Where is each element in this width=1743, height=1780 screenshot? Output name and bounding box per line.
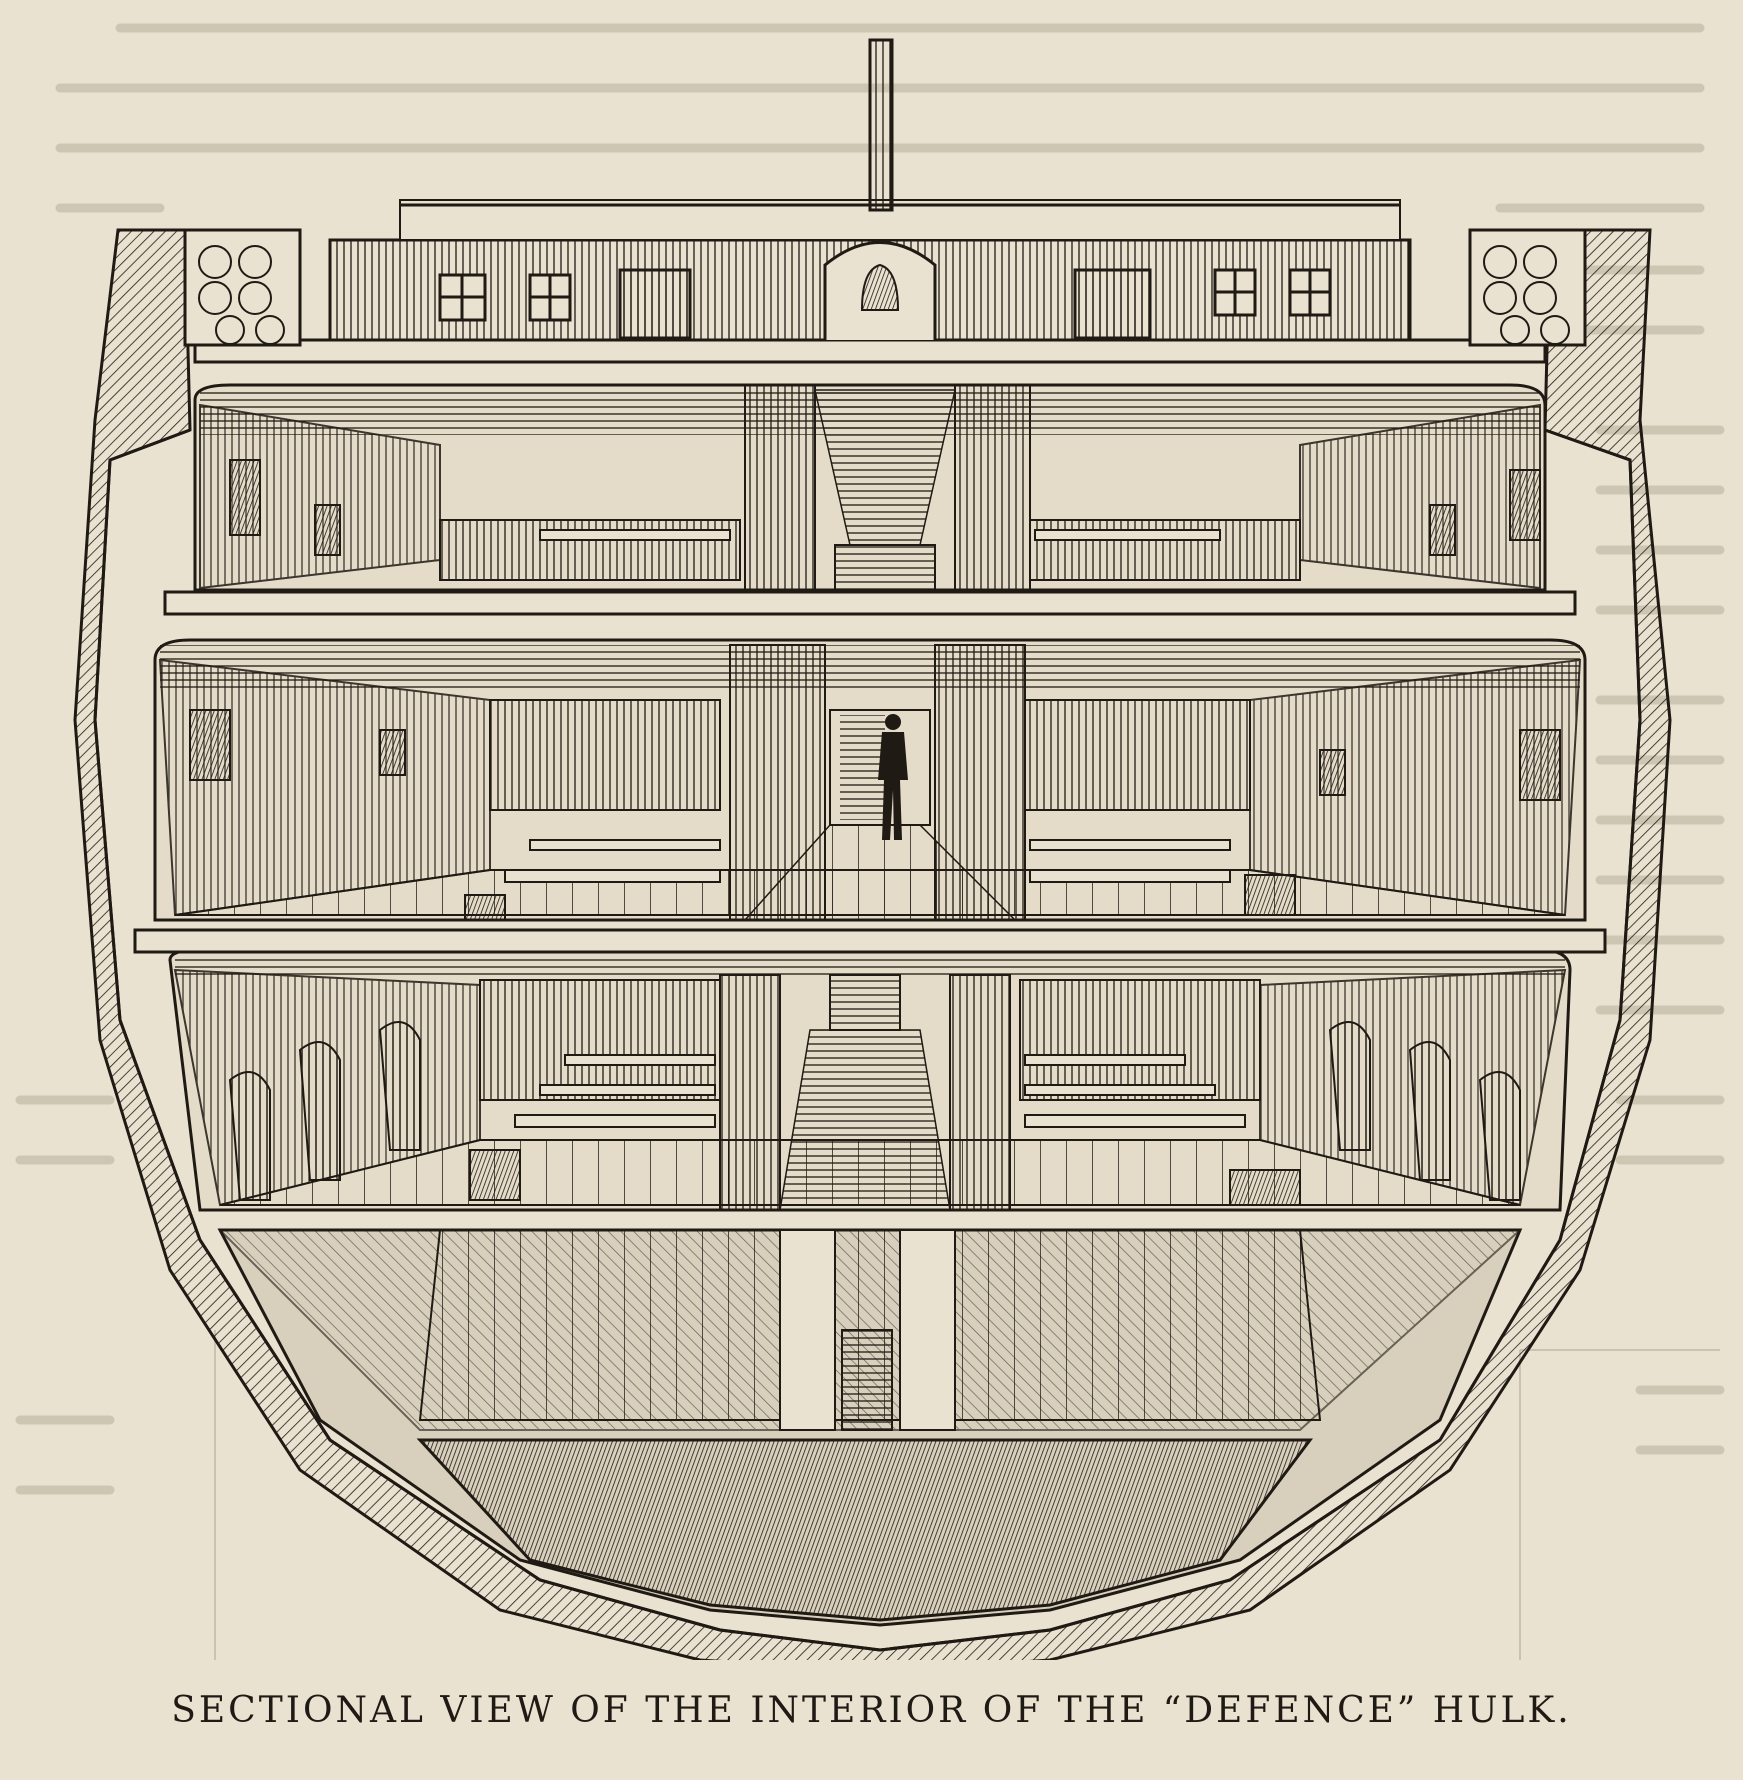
middle-deck-mess-tables <box>464 839 1296 921</box>
lower-deck-partition-left <box>719 974 781 1211</box>
poop-roof <box>399 199 1401 241</box>
middle-deck-portholes <box>189 709 1561 801</box>
middle-deck-right-rail <box>1024 699 1251 811</box>
upper-deck-partition-left <box>744 384 816 591</box>
caption: SECTIONAL VIEW OF THE INTERIOR OF THE “D… <box>171 1690 1572 1731</box>
lower-deck-partition-right <box>949 974 1011 1211</box>
mast <box>868 38 894 212</box>
bilge <box>416 1438 1313 1622</box>
deck-beam-lower <box>133 928 1607 954</box>
upper-deck-partition-right <box>954 384 1031 591</box>
lower-deck-corridor <box>779 1029 951 1211</box>
hammock-bundles <box>198 245 1570 345</box>
cabin-windows <box>438 268 1332 322</box>
hold-floor <box>418 1229 1322 1421</box>
lower-deck-right-rail <box>1019 979 1261 1101</box>
lower-deck-left-rail <box>479 979 721 1101</box>
ship-cross-section-engraving <box>15 23 1725 1660</box>
hull-inner <box>93 428 1642 1652</box>
lower-deck-frames <box>228 1021 1521 1201</box>
keelson-left <box>779 1229 836 1431</box>
hold-ladder <box>841 1329 893 1431</box>
middle-deck-stair <box>840 715 885 820</box>
deck-beam-middle <box>163 590 1577 616</box>
lower-deck-stair <box>829 974 901 1031</box>
upper-deck-portholes <box>229 459 1541 556</box>
warder-figure <box>878 714 908 840</box>
lower-deck-mess-tables <box>469 1054 1301 1206</box>
cabin-doors <box>618 268 1152 340</box>
upper-deck-stair <box>834 544 936 591</box>
ship-bell <box>860 263 900 311</box>
keelson-right <box>899 1229 956 1431</box>
bleed-through-table <box>214 1330 1720 1660</box>
upper-deck-mess-tables <box>539 529 1221 541</box>
deck-beam-upper <box>193 338 1547 364</box>
middle-deck-ceiling <box>160 645 1580 690</box>
middle-deck-left-rail <box>489 699 721 811</box>
